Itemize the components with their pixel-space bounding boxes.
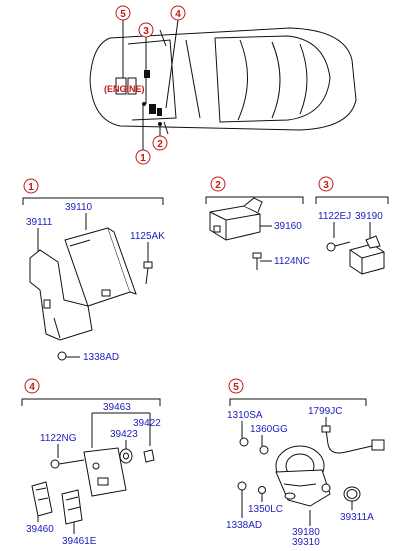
overview-callout-5-label: 5	[120, 9, 126, 20]
section-5-num: 5	[233, 382, 239, 393]
bolt-1122EJ	[326, 241, 351, 252]
part-39463[interactable]: 39463	[103, 402, 131, 413]
part-1350LC[interactable]: 1350LC	[248, 504, 283, 515]
washer-1350LC	[258, 486, 266, 494]
collar-39422	[143, 449, 155, 463]
part-39423[interactable]: 39423	[110, 429, 138, 440]
part-39180[interactable]: 39180	[292, 527, 320, 538]
part-1125AK[interactable]: 1125AK	[130, 231, 165, 242]
section-2-num: 2	[215, 180, 221, 191]
bolt-1125AK	[143, 261, 153, 285]
section-4-callout[interactable]: 4	[24, 378, 40, 394]
engine-label: (ENGINE)	[104, 84, 145, 94]
screw-1124NC	[252, 252, 262, 270]
overview-callout-5[interactable]: 5	[115, 5, 131, 21]
part-1338AD-distributor[interactable]: 1338AD	[226, 520, 262, 531]
part-1122EJ[interactable]: 1122EJ	[318, 211, 351, 222]
part-39461E[interactable]: 39461E	[62, 536, 97, 547]
bracket-39463	[83, 447, 127, 497]
part-39111[interactable]: 39111	[26, 217, 53, 228]
connector-39461E	[61, 489, 83, 525]
section-3-num: 3	[323, 180, 329, 191]
overview-callout-2[interactable]: 2	[152, 135, 168, 151]
section-4: 4 39463 39422 39423 1122NG 39460 39461E	[21, 378, 161, 547]
overview-callout-1[interactable]: 1	[135, 149, 151, 165]
overview-callout-4[interactable]: 4	[170, 5, 186, 21]
part-39310[interactable]: 39310	[292, 537, 320, 548]
ecu-module	[64, 227, 137, 307]
section-2: 2 39160 1124NC	[205, 176, 310, 270]
part-1124NC[interactable]: 1124NC	[274, 256, 310, 267]
washer-1360GG	[259, 445, 269, 455]
distributor-39180	[275, 445, 331, 507]
part-1360GG[interactable]: 1360GG	[250, 424, 288, 435]
section-3-callout[interactable]: 3	[318, 176, 334, 192]
washer-1310SA	[239, 437, 249, 447]
grommet-39423	[119, 448, 133, 464]
overview-callout-1-label: 1	[140, 153, 146, 164]
relay-module-39160	[209, 197, 263, 241]
overview-callout-2-label: 2	[157, 139, 163, 150]
part-1122NG[interactable]: 1122NG	[40, 433, 77, 444]
section-2-callout[interactable]: 2	[210, 176, 226, 192]
part-1338AD-ecu[interactable]: 1338AD	[83, 352, 119, 363]
harness-1799JC	[321, 425, 385, 454]
overview-callout-3-label: 3	[143, 26, 149, 37]
bolt-1122NG	[50, 459, 85, 469]
section-5-callout[interactable]: 5	[228, 378, 244, 394]
nut-1338AD-ecu	[57, 351, 67, 361]
part-39311A[interactable]: 39311A	[340, 512, 374, 523]
part-1310SA[interactable]: 1310SA	[227, 410, 263, 421]
relay-39190	[349, 235, 385, 275]
part-39110[interactable]: 39110	[65, 202, 93, 213]
overview-callout-4-label: 4	[175, 9, 181, 20]
overview-callout-3[interactable]: 3	[138, 22, 154, 38]
nut-1338AD-distributor	[237, 481, 247, 491]
section-1-callout[interactable]: 1	[23, 178, 39, 194]
car-overview: (ENGINE) 5 3 4 1 2	[89, 5, 357, 165]
oring-39311A	[343, 486, 361, 502]
part-39190[interactable]: 39190	[355, 211, 383, 222]
section-5: 5 1310SA 1360GG 1799JC 1338AD 1350LC 393…	[226, 378, 385, 548]
section-1-num: 1	[28, 182, 34, 193]
ecu-bracket	[29, 249, 111, 341]
part-39460[interactable]: 39460	[26, 524, 54, 535]
part-39422[interactable]: 39422	[133, 418, 161, 429]
part-39160[interactable]: 39160	[274, 221, 302, 232]
section-1: 1 39111 39110 1125AK 1338AD	[22, 178, 165, 363]
section-3: 3 1122EJ 39190	[315, 176, 389, 275]
connector-39460	[31, 481, 53, 517]
section-4-num: 4	[29, 382, 35, 393]
part-1799JC[interactable]: 1799JC	[308, 406, 342, 417]
